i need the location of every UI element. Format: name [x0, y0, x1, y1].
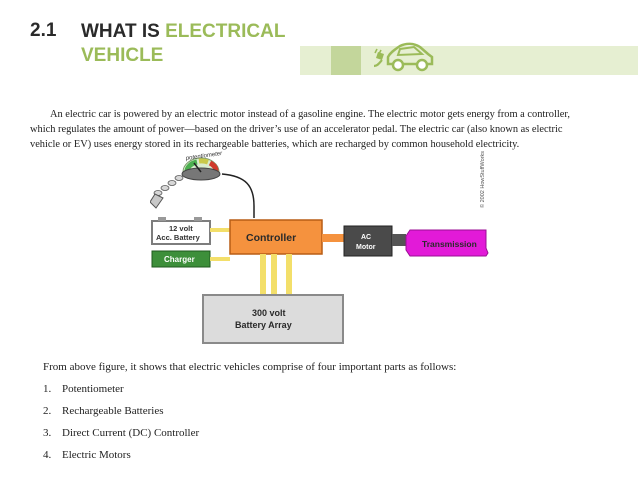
list-item-label: Rechargeable Batteries	[62, 405, 164, 417]
pedal-linkage	[153, 175, 184, 196]
list-item-number: 1.	[43, 383, 52, 395]
parts-list: 1. Potentiometer 2. Rechargeable Batteries…	[43, 382, 199, 470]
accessory-battery-line2: Acc. Battery	[156, 233, 201, 242]
main-battery-line1: 300 volt	[252, 308, 286, 318]
title-line-2: VEHICLE	[81, 45, 164, 66]
transmission-shape	[405, 229, 489, 257]
intro-paragraph-text: An electric car is powered by an electri…	[30, 109, 570, 151]
section-number: 2.1	[30, 20, 57, 41]
section-title: WHAT IS ELECTRICAL VEHICLE	[81, 20, 331, 68]
accessory-battery-line1: 12 volt	[169, 224, 193, 233]
list-item: 1. Potentiometer	[43, 382, 199, 404]
controller-label: Controller	[246, 232, 296, 244]
list-item-label: Direct Current (DC) Controller	[62, 427, 200, 439]
ac-motor-line2: Motor	[356, 244, 376, 251]
title-part-1: WHAT IS	[81, 21, 166, 42]
electric-car-plug-icon	[373, 42, 434, 72]
figure-copyright: © 2002 HowStuffWorks	[479, 151, 486, 208]
ac-motor-box	[343, 225, 393, 257]
title-part-2: ELECTRICAL	[165, 21, 286, 42]
pot-wire	[221, 173, 255, 218]
list-item-label: Electric Motors	[62, 449, 131, 461]
potentiometer-label: potentiometer	[184, 151, 223, 162]
potentiometer-gauge	[181, 157, 221, 181]
decorative-square	[331, 46, 361, 75]
accessory-battery-box	[151, 220, 211, 245]
list-item-label: Potentiometer	[62, 383, 124, 395]
list-item: 4. Electric Motors	[43, 448, 199, 470]
charger-label: Charger	[164, 255, 195, 264]
transmission-label: Transmission	[422, 239, 477, 249]
main-battery-box	[202, 294, 344, 344]
parts-intro: From above figure, it shows that electri…	[43, 361, 457, 373]
list-item-number: 4.	[43, 449, 52, 461]
ac-motor-line1: AC	[361, 234, 371, 241]
accelerator-pedal	[150, 193, 164, 209]
intro-paragraph: An electric car is powered by an electri…	[30, 107, 590, 152]
list-item-number: 3.	[43, 427, 52, 439]
main-battery-line2: Battery Array	[235, 320, 292, 330]
ev-components-diagram: potentiometer 12 volt Acc. Battery Charg…	[150, 151, 489, 344]
list-item: 3. Direct Current (DC) Controller	[43, 426, 199, 448]
list-item: 2. Rechargeable Batteries	[43, 404, 199, 426]
list-item-number: 2.	[43, 405, 52, 417]
